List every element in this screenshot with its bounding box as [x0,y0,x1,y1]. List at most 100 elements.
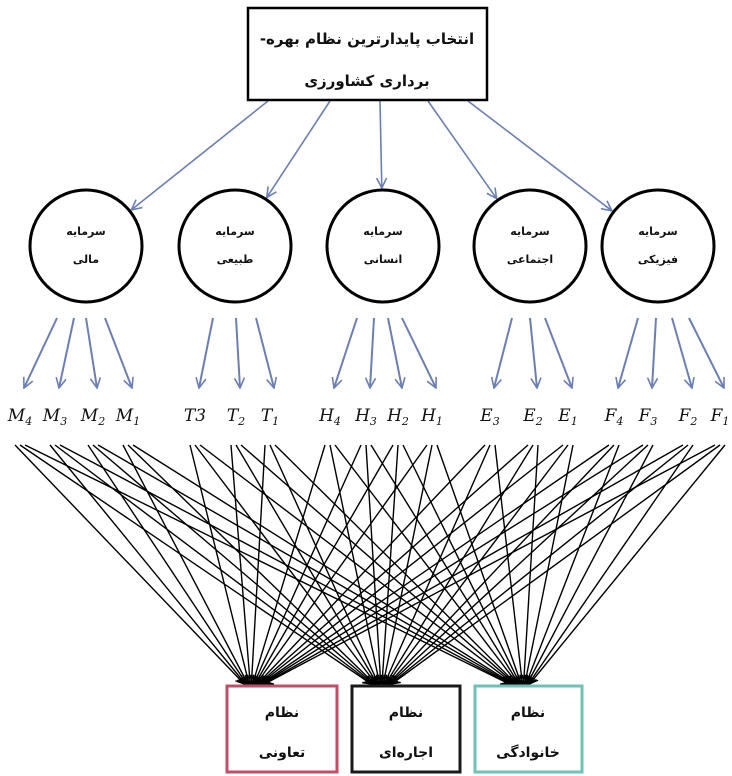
indicator-to-system-arrow [230,444,250,684]
indicator-to-system-arrow [251,444,266,684]
capital-to-indicator-arrow [59,317,75,388]
capital-financial: سرمایه مالی [28,188,144,304]
capital-to-indicator-arrow [401,317,436,388]
indicator-to-system-arrow [49,444,245,684]
goal-box [246,6,489,102]
capital-to-indicator-arrow [334,317,358,388]
indicator-to-system-arrow [262,444,644,684]
system-family: نظام خانوادگی [473,684,584,774]
goal-arrow [131,100,269,210]
system-label-line2: تعاونی [259,745,306,761]
indicator-to-system-arrow [122,444,248,684]
indicator-to-system-arrow [259,444,529,684]
capital-to-indicator-arrow [236,317,240,388]
capital-circle [28,188,144,304]
indicator-to-system-arrow [530,444,726,684]
indicator-to-system-arrow [524,444,539,684]
indicator-to-system-arrow [387,444,569,684]
indicator-label: H4 [318,406,341,428]
indicator-label: T2 [227,406,245,428]
capital-label-line1: سرمایه [215,225,254,238]
capital-to-indicator-arrow [671,317,692,388]
capital-label-line2: مالی [73,253,99,266]
system-label-line2: خانوادگی [496,744,560,761]
system-label-line2: اجاره‌ای [379,745,433,761]
capital-to-indicator-arrow [688,317,725,388]
capital-label-line1: سرمایه [638,225,677,238]
indicator-to-system-arrow [525,444,574,684]
goal-node: انتخاب پایدارترین نظام بهره- برداری کشاو… [246,6,489,102]
indicator-to-system-arrow [386,444,534,684]
indicator-to-system-arrow [382,444,399,684]
capital-natural: سرمایه طبیعی [177,188,293,304]
indicator-to-system-arrow [528,444,694,684]
indicator-to-system-arrow [14,444,244,684]
indicator-to-system-arrows [14,444,726,684]
capital-label-line1: سرمایه [363,225,402,238]
indicator-label: H3 [354,406,377,428]
indicator-to-system-arrow [265,444,716,684]
goal-to-capital-arrows [131,100,612,211]
capital-circle [600,188,716,304]
indicator-label: H2 [386,406,409,428]
capital-to-indicator-arrow [199,317,214,388]
indicator-to-system-arrow [87,444,247,684]
indicator-to-system-arrow [255,444,394,684]
indicator-to-system-arrow [19,444,371,684]
indicator-label: F2 [678,406,698,428]
system-label-line1: نظام [265,705,299,721]
goal-arrow [380,100,382,188]
system-label-line1: نظام [511,705,545,721]
goal-line1: انتخاب پایدارترین نظام بهره- [260,30,474,49]
indicator-label: H1 [420,406,443,428]
capital-label-line1: سرمایه [66,225,105,238]
indicator-label: F1 [710,406,730,428]
indicator-to-system-arrow [263,444,684,684]
capital-label-line2: اجتماعی [507,253,553,266]
capital-to-indicator-arrow [529,317,537,388]
system-box [350,684,462,774]
capital-to-indicator-arrow [255,317,274,388]
indicator-label: M1 [115,406,140,428]
indicator-to-system-arrow [253,444,326,684]
indicator-label: E3 [479,406,499,428]
indicator-to-system-arrow [392,444,721,684]
indicator-to-system-arrow [389,444,649,684]
indicator-to-system-arrow [194,444,376,684]
indicator-to-system-arrow [334,444,518,684]
indicator-to-system-arrow [199,444,514,684]
indicator-label: F4 [604,406,624,428]
indicator-to-system-arrow [260,444,564,684]
capital-to-indicator-arrow [104,317,132,388]
indicator-label: M4 [7,406,32,428]
system-box [225,684,339,774]
capital-to-indicator-arrow [544,317,572,388]
system-label-line1: نظام [389,705,423,721]
indicator-to-system-arrow [329,444,380,684]
indicator-to-system-arrow [24,444,509,684]
indicator-to-system-arrow [494,444,522,684]
indicator-to-system-arrow [189,444,249,684]
indicator-label: E2 [522,406,542,428]
capital-to-indicator-arrow [85,317,97,388]
goal-arrow [267,100,331,197]
capital-circle [325,188,441,304]
system-lease: نظام اجاره‌ای [350,684,462,774]
indicator-label: M3 [42,406,67,428]
indicator-to-system-arrow [383,444,433,684]
indicator-to-system-arrow [256,444,428,684]
capital-label-line1: سرمایه [510,225,549,238]
capital-to-indicator-arrow [387,317,402,388]
indicator-to-system-arrow [402,444,520,684]
system-cooperative: نظام تعاونی [225,684,339,774]
indicator-to-system-arrow [527,444,654,684]
capital-social: سرمایه اجتماعی [472,188,588,304]
capital-human: سرمایه انسانی [325,188,441,304]
indicator-to-system-arrow [390,444,689,684]
indicator-label: T1 [261,406,279,428]
indicator-label: T3 [184,406,206,426]
capital-to-indicator-arrow [618,317,639,388]
indicator-to-system-arrow [436,444,521,684]
indicator-to-system-arrow [261,444,610,684]
